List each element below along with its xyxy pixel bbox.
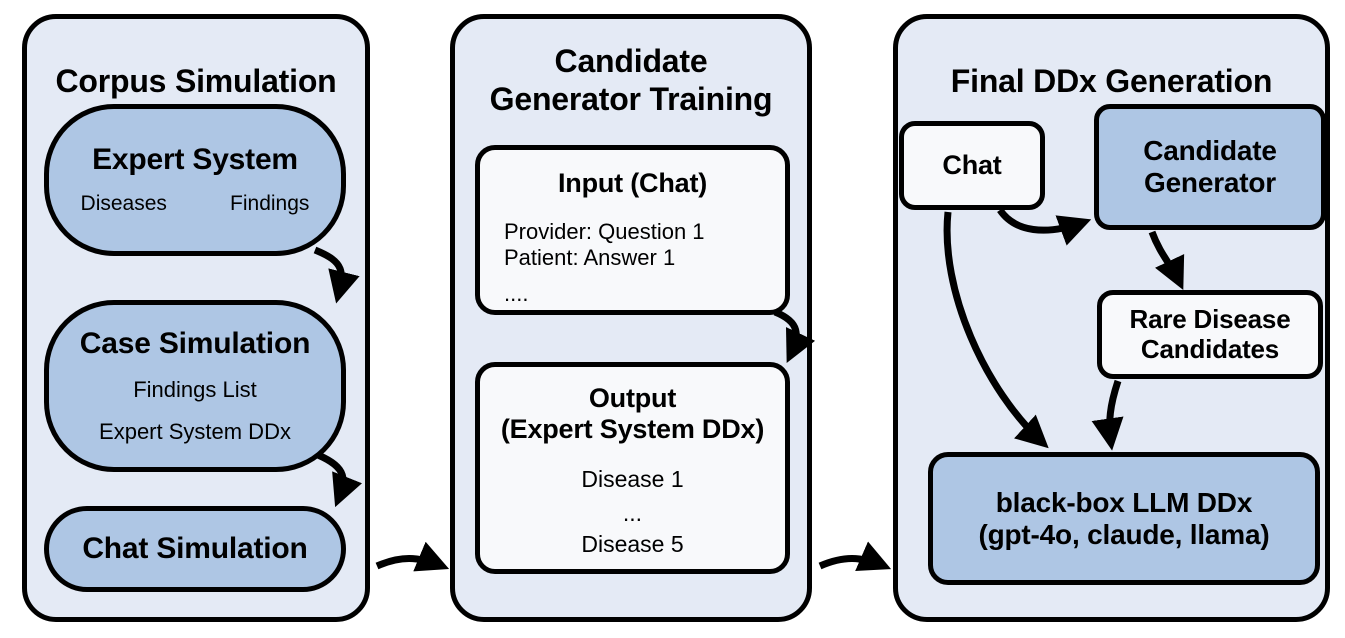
panel-title-candidate-generator-training-line2: Generator Training: [489, 81, 773, 117]
node-input-chat-line1: Provider: Question 1: [504, 218, 705, 244]
node-input-chat[interactable]: Input (Chat) Provider: Question 1 Patien…: [475, 145, 790, 315]
node-black-box-llm-ddx-line1: black-box LLM DDx: [995, 486, 1253, 518]
node-expert-system-findings: Findings: [230, 192, 310, 216]
node-output-title-line2: (Expert System DDx): [500, 413, 765, 444]
node-chat-simulation[interactable]: Chat Simulation: [44, 506, 346, 592]
node-output-expert-system-ddx[interactable]: Output (Expert System DDx) Disease 1 ...…: [475, 362, 790, 574]
node-expert-system-diseases: Diseases: [80, 192, 167, 216]
node-rare-disease-candidates-line1: Rare Disease: [1129, 304, 1291, 335]
node-case-simulation-findings-list: Findings List: [133, 376, 257, 402]
node-rare-disease-candidates-line2: Candidates: [1140, 333, 1280, 364]
node-candidate-generator-line1: Candidate: [1143, 135, 1277, 167]
panel-title-candidate-generator-training-line1: Candidate: [554, 43, 708, 79]
node-input-chat-title: Input (Chat): [557, 168, 708, 198]
node-output-disease-1: Disease 1: [581, 466, 684, 492]
node-case-simulation-title: Case Simulation: [79, 326, 311, 360]
node-candidate-generator-line2: Generator: [1143, 167, 1277, 198]
panel-title-final-ddx-generation: Final DDx Generation: [950, 63, 1273, 99]
node-output-disease-5: Disease 5: [581, 531, 684, 558]
panel-title-corpus-simulation: Corpus Simulation: [55, 63, 337, 99]
node-case-simulation-expert-system-ddx: Expert System DDx: [99, 418, 291, 444]
node-chat-title: Chat: [942, 150, 1002, 181]
node-black-box-llm-ddx[interactable]: black-box LLM DDx (gpt-4o, claude, llama…: [928, 452, 1320, 585]
node-input-chat-line3: ....: [504, 281, 529, 307]
node-case-simulation[interactable]: Case Simulation Findings List Expert Sys…: [44, 300, 346, 472]
arrow-candidate-training-to-final-ddx: [818, 541, 892, 572]
node-black-box-llm-ddx-line2: (gpt-4o, claude, llama): [978, 518, 1270, 550]
node-chat-simulation-title: Chat Simulation: [82, 532, 308, 566]
node-chat[interactable]: Chat: [899, 121, 1045, 210]
node-candidate-generator[interactable]: Candidate Generator: [1094, 104, 1326, 230]
node-expert-system-subrow: Diseases Findings: [49, 191, 341, 216]
node-expert-system-title: Expert System: [92, 143, 298, 177]
node-expert-system[interactable]: Expert System Diseases Findings: [44, 104, 346, 256]
node-input-chat-body: Provider: Question 1 Patient: Answer 1 .…: [504, 219, 705, 308]
node-input-chat-line2: Patient: Answer 1: [504, 244, 676, 270]
node-rare-disease-candidates[interactable]: Rare Disease Candidates: [1097, 290, 1323, 379]
node-output-title-line1: Output: [588, 383, 677, 413]
node-output-ellipsis: ...: [622, 499, 643, 526]
arrow-corpus-to-candidate-training: [375, 541, 450, 572]
